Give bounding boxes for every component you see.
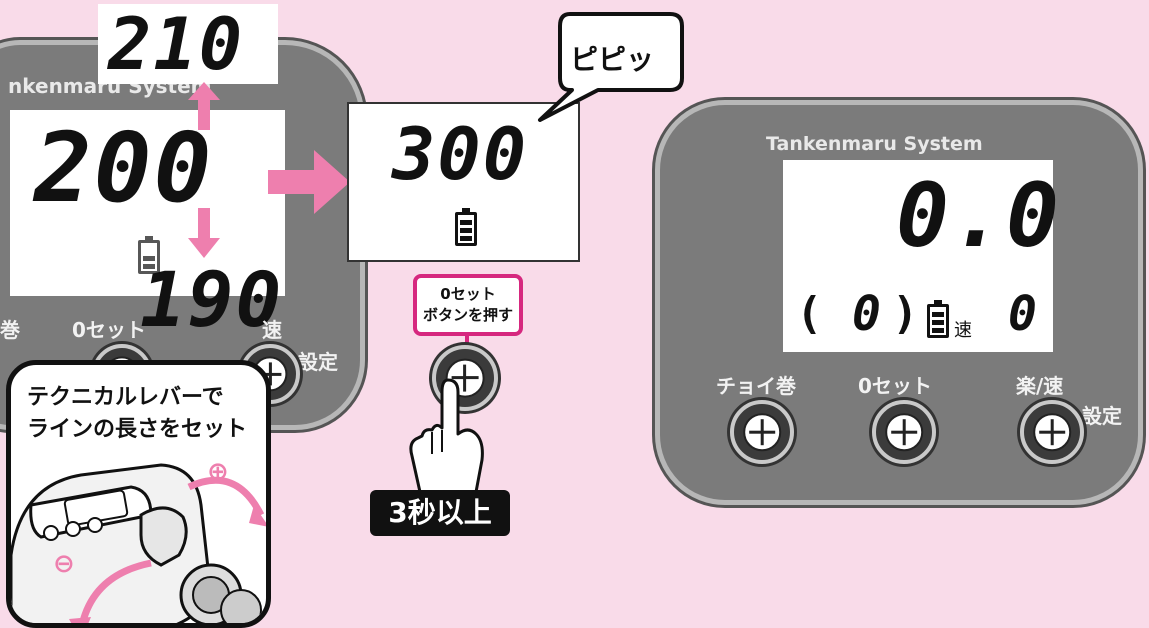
left-button-label-1: 巻: [0, 318, 20, 342]
middle-display: 300: [392, 112, 529, 196]
callout-connector: [465, 336, 469, 348]
beep-bubble-text: ピピッ: [570, 43, 655, 76]
left-button-label-3: 速: [262, 318, 282, 342]
finger-press-icon: [409, 378, 484, 494]
left-main-display: 200: [34, 112, 214, 224]
right-speed-char: 速: [954, 320, 972, 341]
reel-illustration: [11, 463, 266, 623]
inset-caption-line1: テクニカルレバーで: [27, 385, 224, 410]
lever-inset: テクニカルレバーで ラインの長さをセット ⊕ ⊖: [6, 360, 271, 628]
zero-set-callout-line2: ボタンを押す: [422, 306, 513, 324]
right-zero-set-button[interactable]: [872, 400, 936, 464]
right-button-label-raku: 楽/速: [1016, 374, 1064, 398]
right-speed-button[interactable]: [1020, 400, 1084, 464]
down-arrow-icon: [188, 208, 220, 258]
hold-duration-label: 3秒以上: [388, 496, 492, 529]
left-battery-icon: [138, 236, 160, 274]
right-open-paren: (: [796, 288, 825, 339]
right-arrow-icon: [268, 150, 350, 214]
zero-set-callout-line1: 0セット: [440, 285, 496, 303]
left-button-label-2: 0セット: [72, 318, 146, 342]
middle-battery-icon: [455, 208, 477, 246]
down-display: 190: [140, 255, 284, 344]
up-arrow-icon: [188, 82, 220, 130]
right-sub-display: 0: [852, 286, 883, 342]
right-choi-button[interactable]: [730, 400, 794, 464]
right-settings-label: 設定: [1082, 404, 1122, 428]
left-settings-label: 設定: [298, 350, 338, 374]
minus-symbol: ⊖: [53, 549, 75, 579]
hold-duration-badge: 3秒以上: [370, 490, 510, 536]
middle-lcd: [347, 102, 580, 262]
right-panel-brand: Tankenmaru System: [766, 133, 983, 155]
up-display: 210: [108, 2, 245, 86]
plus-symbol: ⊕: [207, 457, 229, 487]
zero-set-callout: 0セット ボタンを押す: [413, 274, 523, 336]
up-display-box: [98, 4, 278, 84]
right-lcd: [783, 160, 1053, 352]
right-speed-display: 0: [1008, 286, 1039, 342]
right-close-paren: ): [892, 288, 921, 339]
inset-caption-line2: ラインの長さをセット: [27, 417, 248, 442]
right-main-display: 0.0: [896, 164, 1061, 267]
right-battery-icon: [927, 300, 949, 338]
right-button-label-choi: チョイ巻: [716, 374, 796, 398]
right-button-label-zero: 0セット: [858, 374, 932, 398]
beep-bubble-shape: [538, 12, 684, 122]
